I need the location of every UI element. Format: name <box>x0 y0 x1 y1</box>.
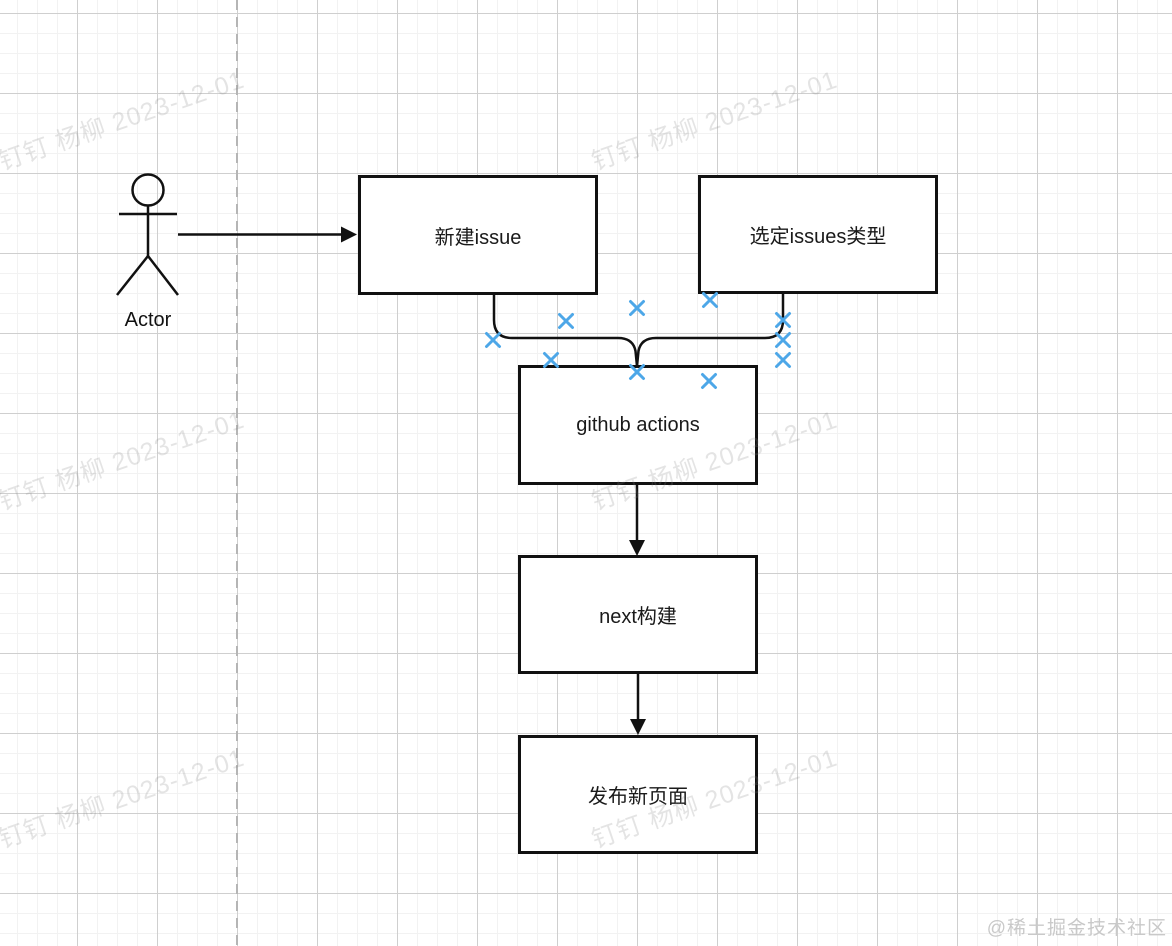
watermark: 钉钉 杨柳 2023-12-01 <box>1164 395 1172 523</box>
node-label: github actions <box>576 413 700 436</box>
x-mark-icon <box>629 300 645 316</box>
x-mark-icon <box>775 332 791 348</box>
node-select-issue-type: 选定issues类型 <box>698 175 938 294</box>
x-mark-icon <box>775 352 791 368</box>
x-mark-icon <box>558 313 574 329</box>
actor-figure <box>116 173 179 296</box>
node-new-issue: 新建issue <box>358 175 598 295</box>
actor-left-leg <box>116 255 149 296</box>
node-label: 新建issue <box>434 226 522 249</box>
edge-github-actions-to-next-build <box>629 485 645 556</box>
actor-right-leg <box>147 255 179 296</box>
node-github-actions: github actions <box>518 365 758 485</box>
watermark: 钉钉 杨柳 2023-12-01 <box>0 405 249 517</box>
footer-credit: @稀土掘金技术社区 <box>986 918 1167 939</box>
actor-label: Actor <box>124 309 172 331</box>
arrowhead-icon <box>630 719 646 735</box>
arrowhead-icon <box>341 226 357 243</box>
x-mark-icon <box>702 292 718 308</box>
watermark: 钉钉 杨柳 2023-12-01 <box>0 743 249 855</box>
node-label: 选定issues类型 <box>749 226 887 248</box>
edge-next-build-to-publish-page <box>630 674 646 735</box>
node-label: 发布新页面 <box>588 786 688 808</box>
node-next-build: next构建 <box>518 555 758 674</box>
x-mark-icon <box>775 312 791 328</box>
actor-head <box>131 173 165 207</box>
edge-actor-to-new-issue <box>178 226 357 243</box>
node-label: next构建 <box>599 606 677 628</box>
x-mark-icon <box>485 332 501 348</box>
edge-new-issue-to-github-actions <box>492 295 639 367</box>
arrowhead-icon <box>629 540 645 556</box>
watermark: 钉钉 杨柳 2023-12-01 <box>0 65 249 177</box>
edge-select-issue-type-to-github-actions <box>635 294 785 367</box>
watermark: 钉钉 杨柳 2023-12-01 <box>1164 55 1172 183</box>
node-publish-page: 发布新页面 <box>518 735 758 854</box>
watermark: 钉钉 杨柳 2023-12-01 <box>1164 733 1172 861</box>
watermark: 钉钉 杨柳 2023-12-01 <box>588 65 842 177</box>
